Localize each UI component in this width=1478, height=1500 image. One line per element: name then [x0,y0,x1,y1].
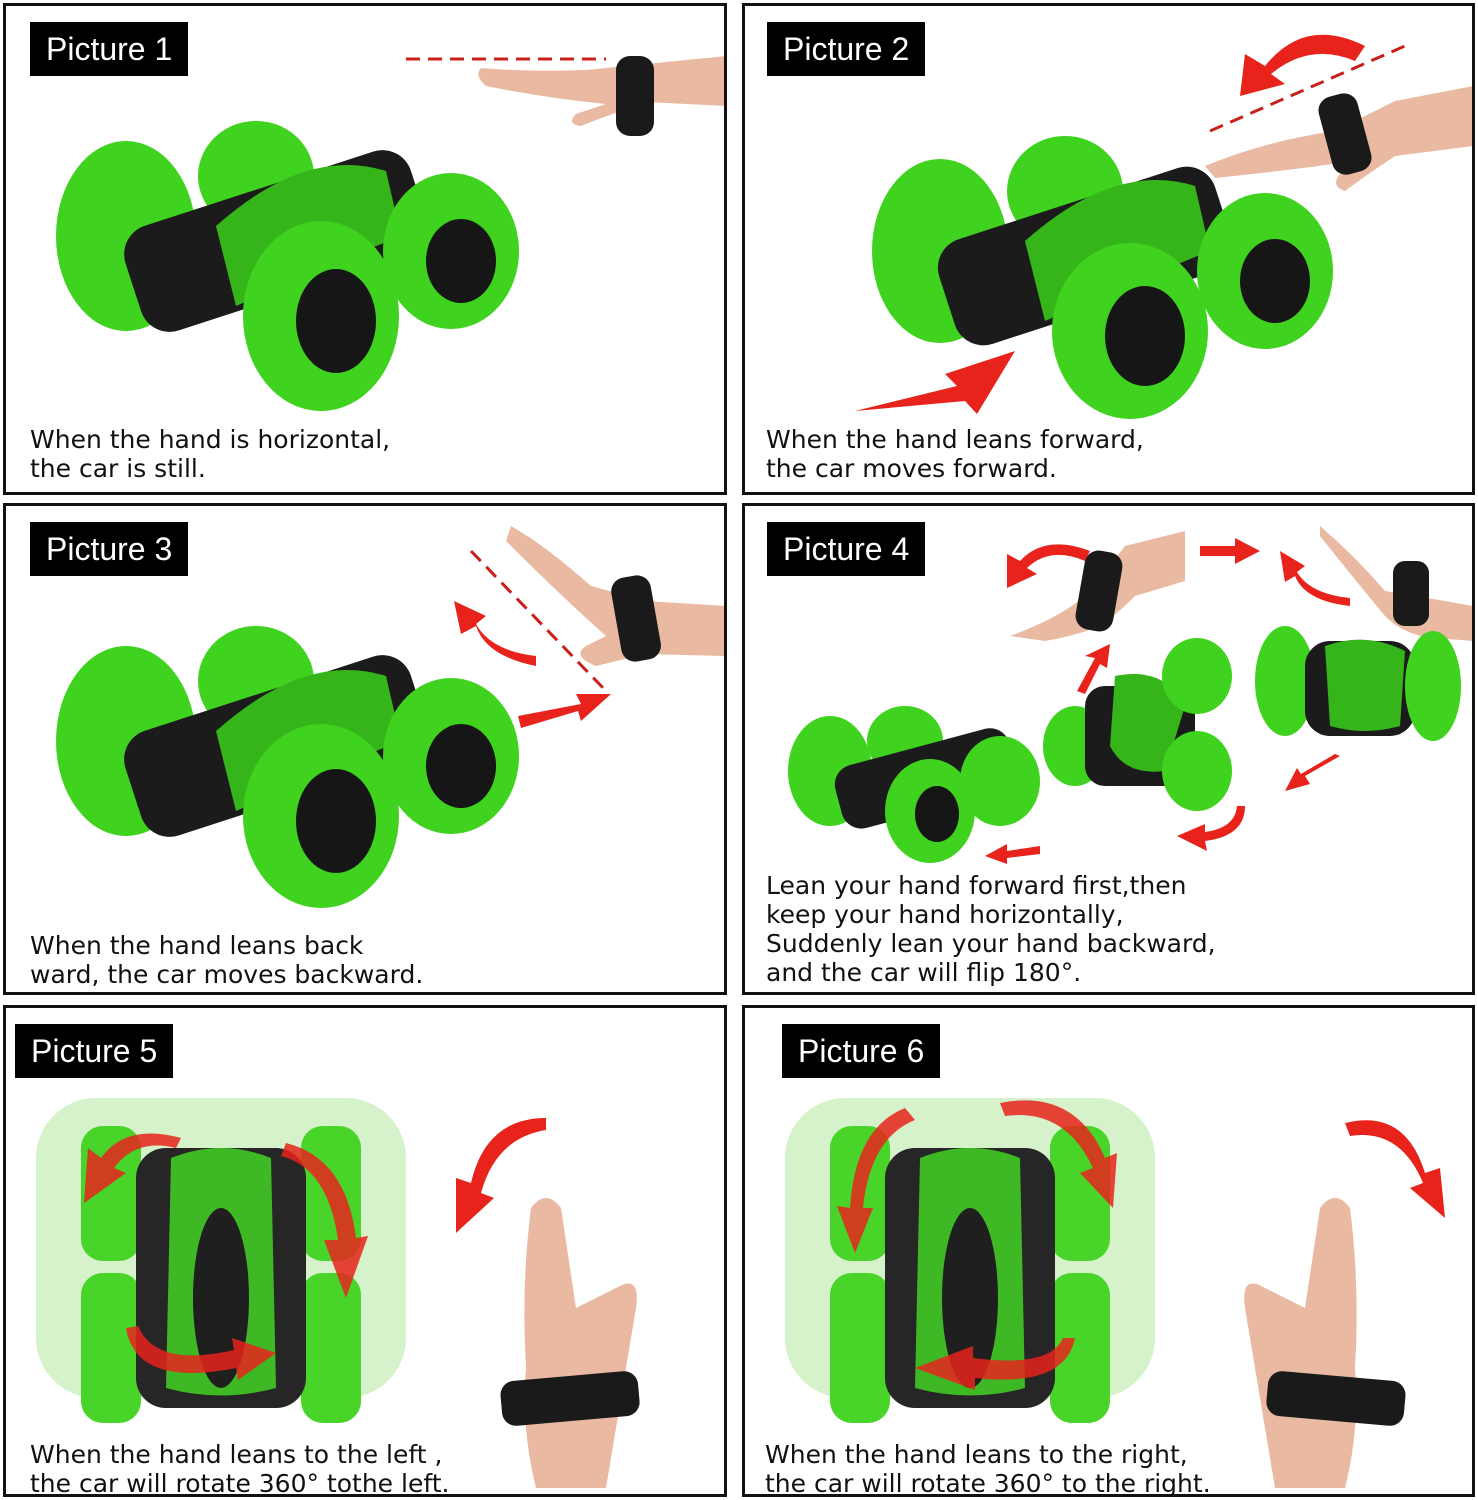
panel-picture-3: Picture 3 When the hand leans back ward,… [3,503,727,995]
green-stunt-car-icon [785,1098,1155,1423]
picture-badge: Picture 3 [30,522,189,576]
panel-caption: When the hand leans back ward, the car m… [30,931,424,989]
car-still-illustration [56,56,724,411]
picture-badge: Picture 1 [30,22,189,76]
hand-icon [1010,531,1185,641]
curved-arrow-icon [1007,544,1090,588]
panel-caption: When the hand leans forward, the car mov… [766,425,1144,483]
hand-icon [1244,1198,1406,1488]
hand-icon [506,526,724,666]
picture-badge: Picture 4 [767,522,926,576]
car-backward-illustration [56,526,724,908]
panel-picture-1: Picture 1 When the hand is horizontal, t… [3,3,727,495]
rotate-arrow-icon [126,1326,276,1380]
backward-arrow-icon [518,694,611,728]
hand-icon [500,1198,640,1488]
picture-badge: Picture 6 [782,1024,941,1078]
green-stunt-car-icon [872,136,1333,419]
green-stunt-car-icon [1255,626,1461,741]
rotate-arrow-icon [915,1338,1075,1390]
rotate-arrow-icon [281,1143,368,1298]
panel-picture-6: Picture 6 When the hand leans to the rig… [742,1005,1475,1497]
hand-icon [478,56,724,136]
curved-arrow-icon [1345,1120,1445,1218]
panel-picture-2: Picture 2 When the hand leans forward, t… [742,3,1475,495]
lean-guide-line [469,549,608,693]
car-rotate-left-illustration [36,1098,640,1488]
rotate-arrow-icon [1000,1100,1117,1208]
panel-caption: When the hand leans to the left , the ca… [30,1440,450,1497]
up-arrow-icon [1077,644,1110,694]
curved-arrow-icon [1240,34,1365,96]
car-flip-illustration [788,526,1472,864]
green-stunt-car-icon [56,626,519,908]
curved-arrow-icon [1177,806,1245,851]
curved-arrow-icon [454,601,536,666]
car-forward-illustration [855,34,1472,419]
rotate-arrow-icon [84,1133,181,1203]
down-left-arrow-icon [1285,754,1340,791]
picture-badge: Picture 2 [767,22,926,76]
right-arrow-icon [1200,538,1260,564]
rotate-arrow-icon [837,1108,915,1253]
panel-picture-5: Picture 5 When the hand leans to the lef… [3,1005,727,1497]
curved-arrow-icon [456,1118,546,1233]
picture-badge: Picture 5 [15,1024,174,1078]
hand-icon [1205,86,1472,191]
lean-guide-line [1209,44,1406,133]
panel-caption: When the hand is horizontal, the car is … [30,425,391,483]
panel-caption: Lean your hand forward first,then keep y… [766,871,1216,987]
panel-picture-4: Picture 4 Lean your hand forward first,t… [742,503,1475,995]
car-rotate-right-illustration [785,1098,1445,1488]
panel-caption: When the hand leans to the right, the ca… [765,1440,1211,1497]
left-arrow-icon [985,844,1040,864]
curved-arrow-icon [1280,551,1350,606]
forward-arrow-icon [855,351,1015,414]
green-stunt-car-icon [788,706,1040,863]
hand-icon [1320,526,1472,641]
green-stunt-car-icon [56,121,519,411]
green-stunt-car-icon [1043,638,1232,811]
